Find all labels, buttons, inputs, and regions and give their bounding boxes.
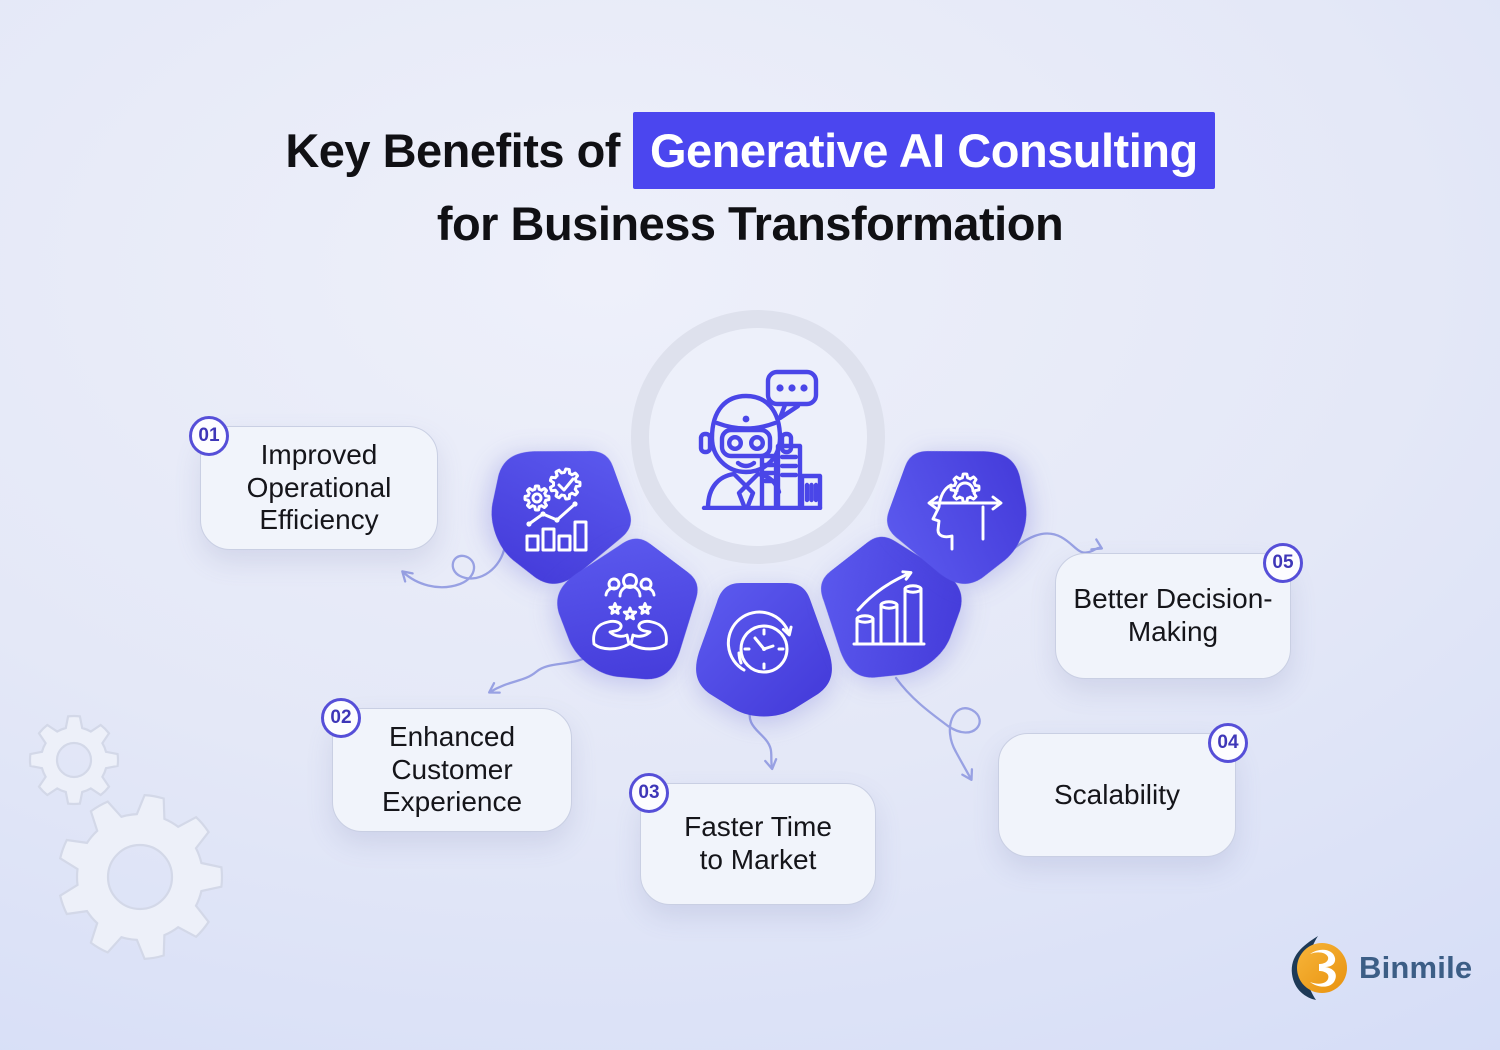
benefit-card-1: 01 Improved Operational Efficiency	[189, 416, 438, 550]
brand-name: Binmile	[1359, 950, 1473, 985]
benefit-card-5: 05 Better Decision-Making	[1055, 543, 1303, 679]
title-suffix: for Business Transformation	[436, 197, 1064, 250]
binmile-logo-icon	[1291, 936, 1347, 1000]
benefit-number-badge-1: 01	[189, 416, 229, 456]
connector-arrow-4	[894, 676, 981, 782]
benefit-number-badge-5: 05	[1263, 543, 1303, 583]
ai-robot-consultant-icon	[698, 369, 823, 510]
connector-arrow-1	[401, 548, 506, 589]
petal-2	[557, 538, 698, 680]
benefit-number-badge-3: 03	[629, 773, 669, 813]
customer-hands-stars-icon	[592, 573, 668, 651]
page-title: Key Benefits of Generative AI Consulting…	[0, 112, 1500, 251]
title-highlight: Generative AI Consulting	[632, 112, 1215, 189]
benefit-label-5: Better Decision-Making	[1073, 583, 1273, 647]
benefit-label-4: Scalability	[1053, 778, 1181, 810]
benefit-card-2: 02 Enhanced Customer Experience	[321, 698, 572, 832]
petal-5	[887, 451, 1027, 584]
benefit-number-badge-4: 04	[1208, 723, 1248, 763]
benefit-label-2: Enhanced Customer Experience	[381, 720, 523, 818]
decision-head-gear-icon	[927, 472, 1003, 551]
growth-cylinders-arrow-icon	[852, 570, 926, 646]
benefit-card-3: 03 Faster Time to Market	[629, 773, 876, 905]
efficiency-gears-chart-icon	[523, 467, 588, 552]
benefit-label-3: Faster Time to Market	[684, 811, 832, 875]
benefit-card-4: 04 Scalability	[998, 723, 1248, 857]
brand-logo: Binmile	[1288, 934, 1472, 1002]
benefit-label-1: Improved Operational Efficiency	[246, 438, 392, 536]
clock-speed-arrow-icon	[726, 610, 793, 674]
title-prefix: Key Benefits of	[285, 124, 620, 177]
benefit-number-badge-2: 02	[321, 698, 361, 738]
